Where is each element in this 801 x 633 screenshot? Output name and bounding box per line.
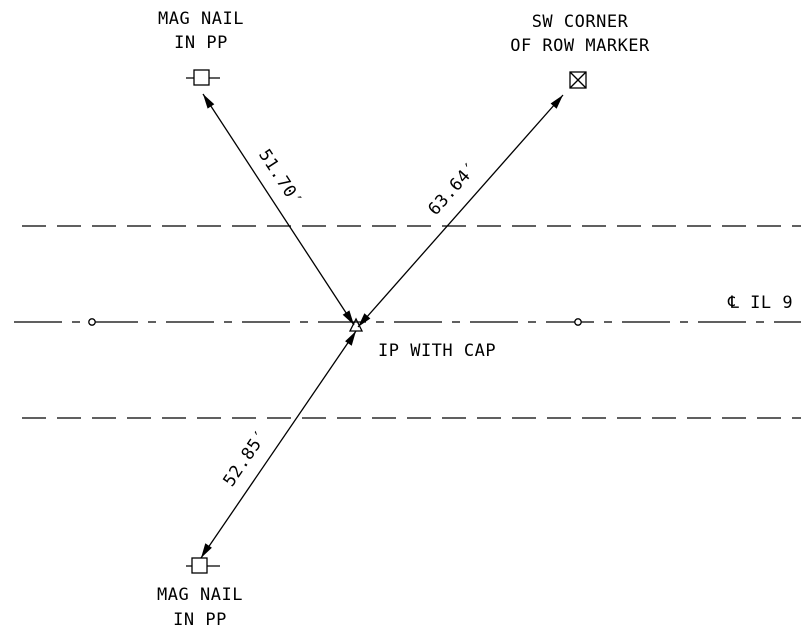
distance-top-left: 51.70′: [254, 146, 306, 211]
label-bottom-line1: MAG NAIL: [157, 585, 243, 605]
row-marker-icon: [569, 71, 587, 89]
distance-bottom: 52.85′: [219, 426, 272, 490]
label-top-right-line1: SW CORNER: [532, 12, 629, 32]
arrowhead-top-right-center: [358, 313, 371, 327]
arrowhead-bottom-center: [345, 331, 356, 346]
label-top-left-line1: MAG NAIL: [158, 9, 244, 29]
arrowhead-bottom: [201, 543, 212, 558]
iron-pipe-cap-icon: [348, 317, 364, 332]
label-bottom-line2: IN PP: [173, 610, 227, 630]
tie-line-top-right: [357, 94, 564, 328]
mag-nail-icon-bottom: [186, 557, 220, 574]
tie-line-top-left: [202, 93, 355, 326]
label-top-left-line2: IN PP: [174, 33, 228, 53]
label-top-right-line2: OF ROW MARKER: [510, 36, 650, 56]
distance-top-right: 63.64′: [424, 158, 482, 220]
arrowhead-top-left-center: [342, 310, 354, 325]
centerline-point-east: [574, 318, 582, 326]
arrowhead-top-right: [550, 95, 563, 109]
centerline-point-west: [88, 318, 96, 326]
label-ip-with-cap: IP WITH CAP: [378, 341, 496, 361]
arrowhead-top-left: [203, 94, 215, 109]
tie-line-bottom: [200, 330, 357, 559]
mag-nail-icon-top: [186, 69, 220, 86]
label-centerline: ℄ IL 9: [727, 293, 793, 313]
